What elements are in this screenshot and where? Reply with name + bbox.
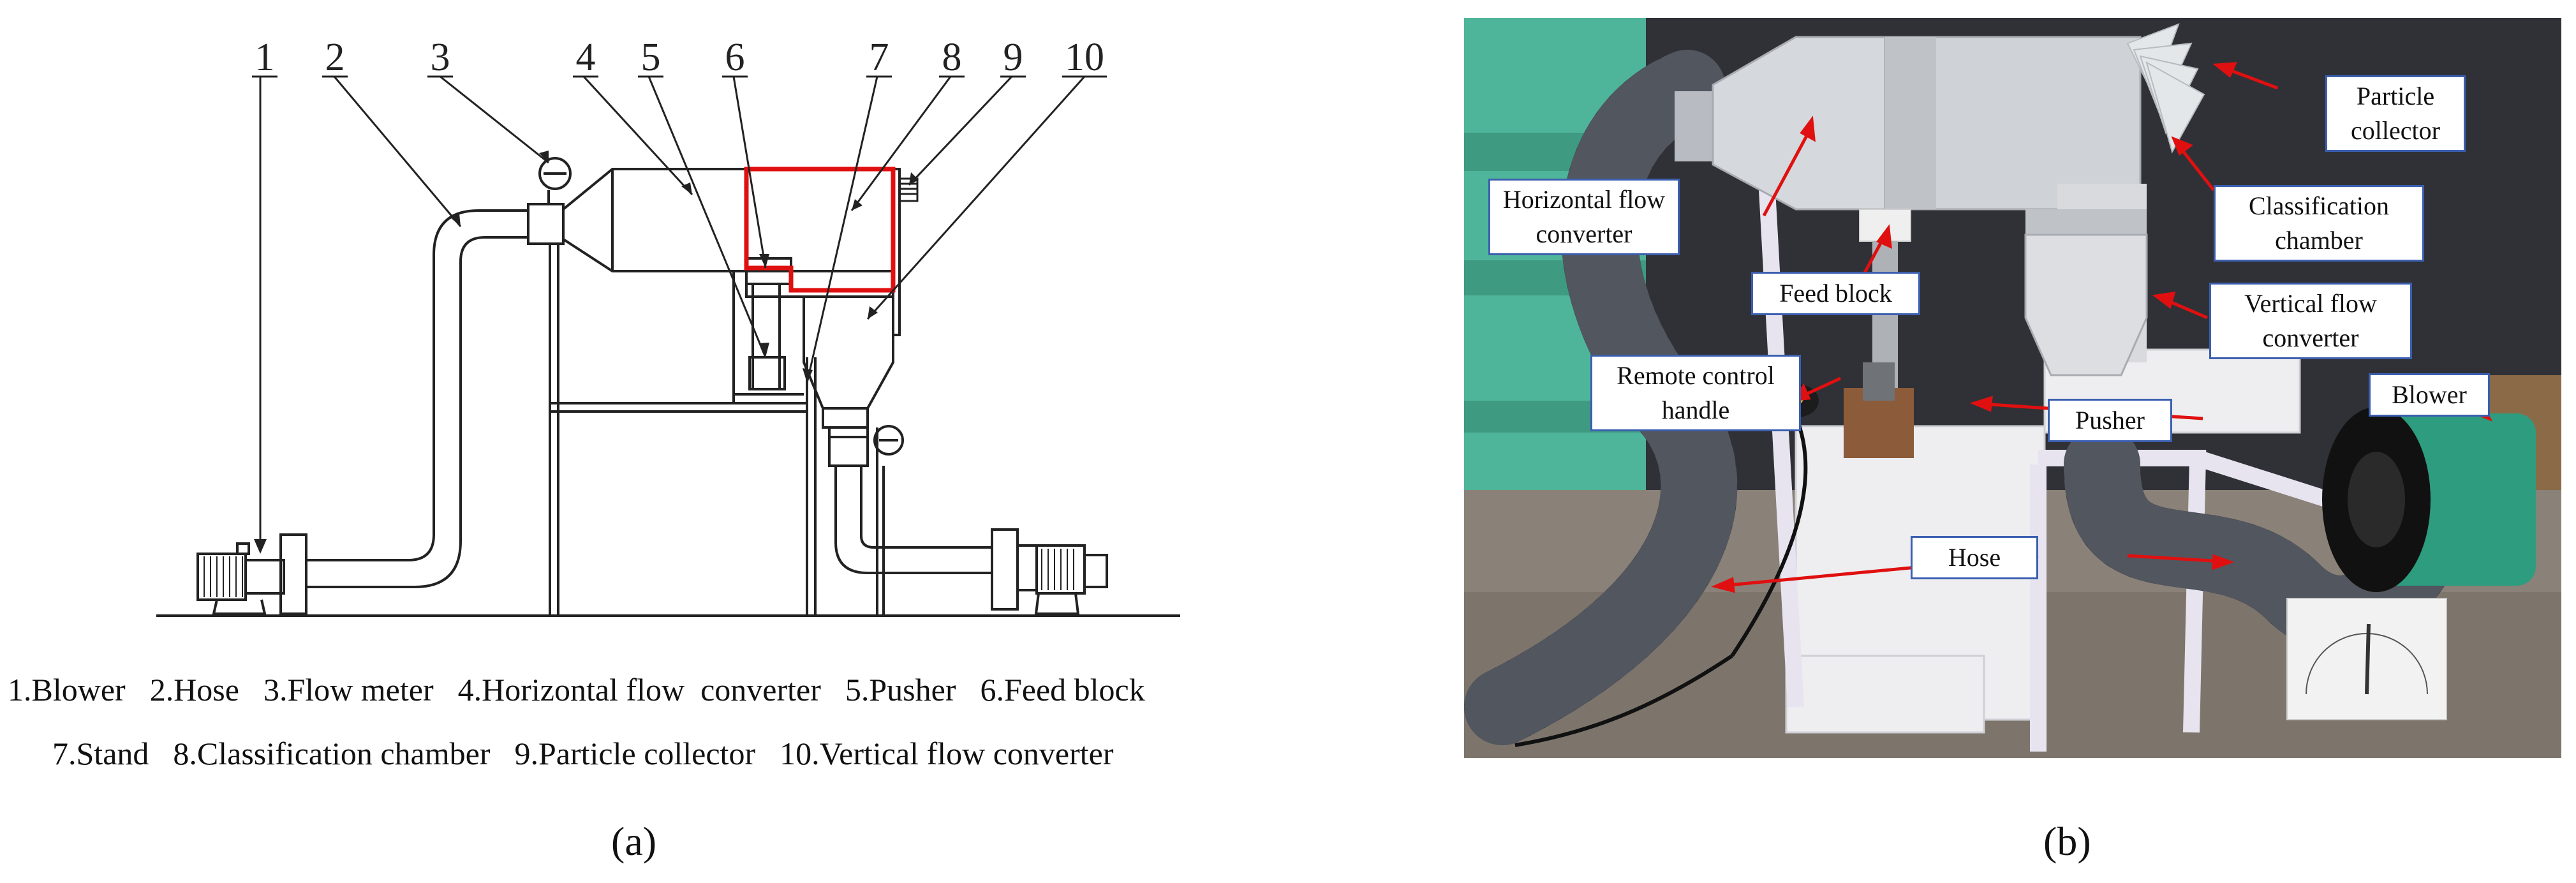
part-number-4: 4	[576, 36, 596, 79]
gauge	[2286, 598, 2447, 720]
particle-collector	[2126, 23, 2205, 154]
legend-item: 7.Stand	[52, 736, 149, 771]
legend-item: 8.Classification chamber	[173, 736, 491, 771]
panel-b-label: (b)	[2043, 819, 2091, 864]
vertical-flow-converter	[2024, 234, 2148, 376]
panel-a: 1 2 3 4 5 6 7 8 9 10 1.Blower 2.Hose 3.Flo…	[0, 0, 1276, 883]
hose	[306, 209, 529, 588]
legend-item: 1.Blower	[8, 672, 126, 708]
part-number-10: 10	[1065, 36, 1104, 79]
part-number-8: 8	[942, 36, 962, 79]
part-number-9: 9	[1003, 36, 1023, 79]
callout-hose: Hose	[1911, 536, 2038, 579]
callout-particle-collector: Particle collector	[2325, 75, 2466, 152]
particle-collector	[898, 177, 919, 202]
pusher	[734, 257, 804, 396]
pusher	[1844, 362, 1914, 458]
part-number-6: 6	[725, 36, 745, 79]
callout-remote-control-handle: Remote control handle	[1590, 355, 1801, 431]
legend-item: 6.Feed block	[980, 672, 1145, 708]
horizontal-flow-converter	[562, 168, 748, 272]
flow-meter	[527, 157, 572, 245]
part-number-7: 7	[870, 36, 889, 79]
callout-horizontal-flow-converter: Horizontal flow converter	[1488, 179, 1680, 255]
stand	[549, 242, 817, 616]
part-number-1: 1	[255, 36, 275, 79]
part-number-2: 2	[325, 36, 345, 79]
legend-item: 10.Vertical flow converter	[780, 736, 1114, 771]
callout-feed-block: Feed block	[1751, 272, 1920, 315]
legend-item: 4.Horizontal flow converter	[457, 672, 821, 708]
callout-pusher: Pusher	[2048, 399, 2172, 442]
part-number-3: 3	[431, 36, 450, 79]
leader-arrowheads	[254, 151, 919, 554]
schematic-drawing: 1 2 3 4 5 6 7 8 9 10	[156, 36, 1180, 617]
chamber-highlight	[744, 167, 896, 293]
blower-right	[828, 425, 1108, 616]
blower	[2322, 407, 2536, 592]
legend-row-1: 1.Blower 2.Hose 3.Flow meter 4.Horizontal f…	[8, 671, 1169, 708]
legend-item: 5.Pusher	[845, 672, 956, 708]
callout-blower: Blower	[2369, 373, 2490, 417]
vertical-flow-converter	[803, 297, 894, 429]
part-number-5: 5	[641, 36, 661, 79]
panel-a-label: (a)	[611, 819, 657, 864]
legend-row-2: 7.Stand 8.Classification chamber 9.Particl…	[52, 735, 1138, 772]
panel-b: Horizontal flow converter Particle colle…	[1464, 18, 2561, 758]
blower-left	[196, 533, 307, 615]
legend-item: 3.Flow meter	[263, 672, 434, 708]
legend-item: 2.Hose	[149, 672, 239, 708]
callout-vertical-flow-converter: Vertical flow converter	[2209, 283, 2412, 359]
leader-lines	[252, 75, 1107, 547]
callout-classification-chamber: Classification chamber	[2214, 185, 2424, 262]
legend-item: 9.Particle collector	[514, 736, 756, 771]
